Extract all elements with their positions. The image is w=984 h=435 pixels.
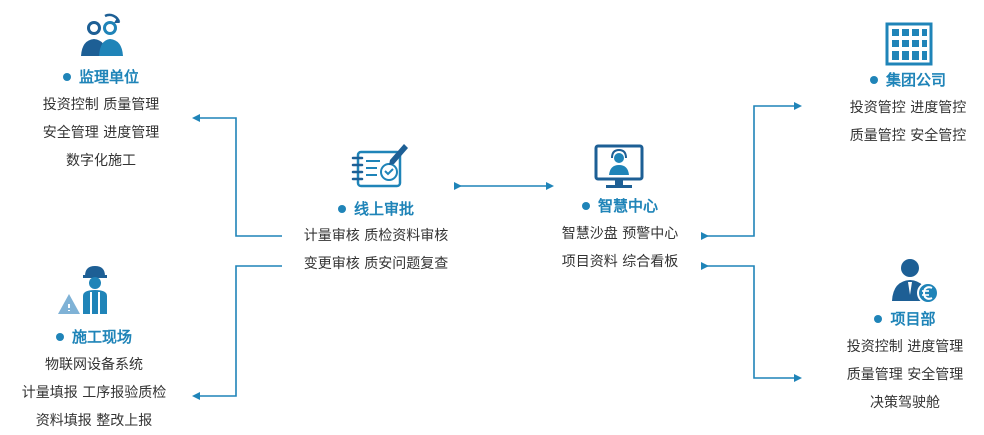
node-supervision: 监理单位 投资控制 质量管理 安全管理 进度管理 数字化施工: [20, 67, 182, 175]
node-title: 集团公司: [833, 70, 983, 90]
node-line: 计量审核 质检资料审核: [303, 228, 449, 244]
link-approval-supervision: [192, 114, 282, 237]
node-site: 施工现场 物联网设备系统 计量填报 工序报验质检 资料填报 整改上报: [2, 327, 186, 435]
node-title: 线上审批: [284, 199, 468, 219]
node-line: 变更审核 质安问题复查: [303, 256, 449, 272]
node-line: 质量管理 安全管理: [846, 367, 964, 383]
node-line: 资料填报 整改上报: [35, 413, 153, 429]
manager-euro-icon: [890, 255, 940, 309]
bullet-dot: [869, 75, 878, 84]
construction-worker-icon: [55, 264, 111, 320]
node-line: 投资控制 质量管理: [42, 97, 160, 113]
bullet-dot: [62, 72, 71, 81]
monitor-operator-icon: [593, 143, 645, 195]
node-title: 项目部: [826, 309, 984, 329]
node-project: 项目部 投资控制 进度管理 质量管理 安全管理 决策驾驶舱: [826, 309, 984, 417]
link-approval-site: [192, 265, 282, 400]
node-line: 决策驾驶舱: [870, 395, 940, 411]
node-title: 监理单位: [20, 67, 182, 87]
node-approval: 线上审批 计量审核 质检资料审核 变更审核 质安问题复查: [284, 199, 468, 278]
node-title: 施工现场: [2, 327, 186, 347]
node-line: 投资控制 进度管理: [846, 339, 964, 355]
bullet-dot: [337, 204, 346, 213]
node-line: 计量填报 工序报验质检: [21, 385, 167, 401]
bullet-dot: [581, 201, 590, 210]
node-line: 物联网设备系统: [45, 357, 143, 373]
node-group: 集团公司 投资管控 进度管控 质量管控 安全管控: [833, 70, 983, 150]
bullet-dot: [874, 314, 883, 323]
link-center-group: [701, 102, 802, 240]
node-line: 数字化施工: [66, 153, 136, 169]
node-center: 智慧中心 智慧沙盘 预警中心 项目资料 综合看板: [545, 196, 695, 276]
bullet-dot: [55, 332, 64, 341]
supervisor-people-icon: [79, 12, 125, 62]
office-building-icon: [885, 22, 933, 70]
node-line: 质量管控 安全管控: [849, 128, 967, 144]
node-title: 智慧中心: [545, 196, 695, 216]
node-line: 安全管理 进度管理: [42, 125, 160, 141]
node-line: 项目资料 综合看板: [561, 254, 679, 270]
node-line: 投资管控 进度管控: [849, 100, 967, 116]
link-center-project: [701, 262, 802, 382]
approval-notebook-icon: [350, 140, 410, 194]
node-line: 智慧沙盘 预警中心: [561, 226, 679, 242]
